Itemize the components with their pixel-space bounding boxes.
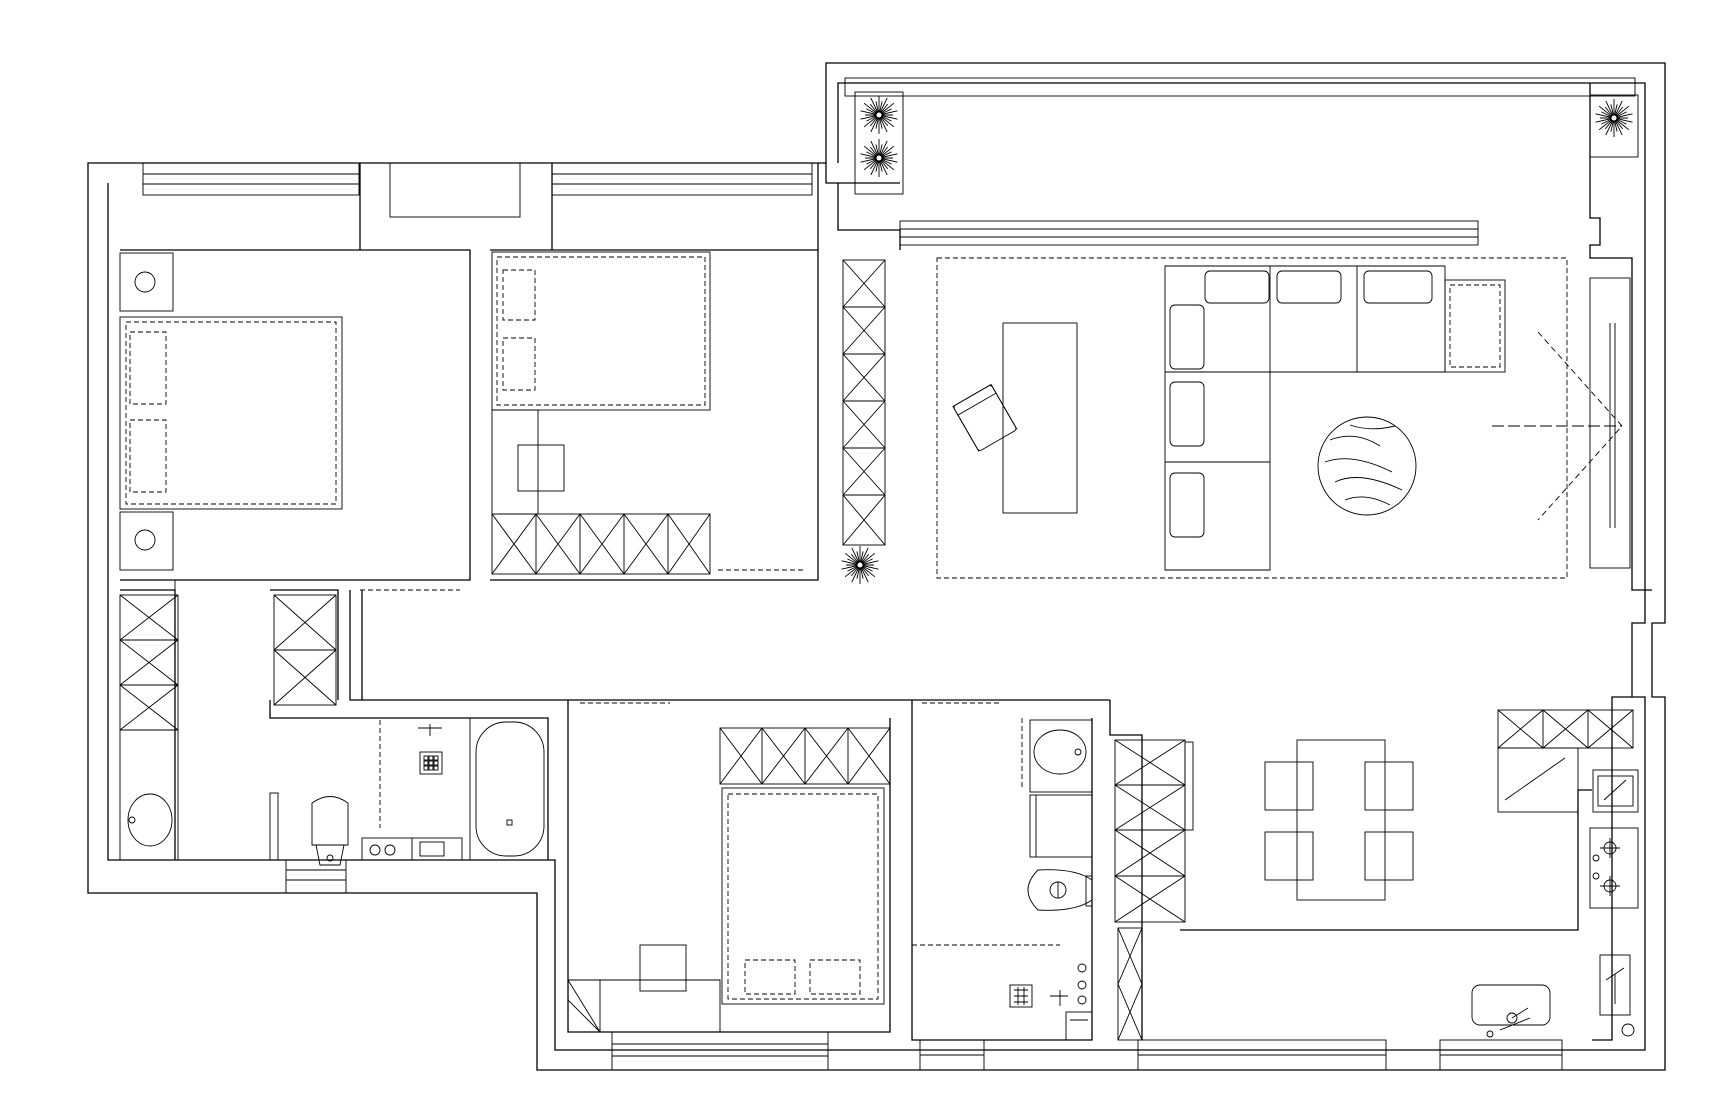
dining-chair xyxy=(1364,761,1414,811)
dining-table xyxy=(1296,739,1386,901)
plants xyxy=(841,96,1633,584)
dining-area xyxy=(1114,739,1414,1041)
gas-valve xyxy=(1621,1023,1635,1037)
projection-lines xyxy=(1537,331,1623,521)
chair xyxy=(517,444,565,492)
partition xyxy=(269,792,279,861)
sink xyxy=(1592,769,1639,813)
plant-icon xyxy=(860,96,898,134)
kitchen xyxy=(1471,709,1639,1038)
bedroom-2 xyxy=(491,251,711,575)
door-openings xyxy=(180,569,1060,946)
exterior-walls xyxy=(87,62,1666,1071)
rug xyxy=(936,257,1568,579)
dining-chair xyxy=(1264,831,1314,881)
laundry-basin xyxy=(1065,1011,1093,1041)
sink xyxy=(1033,729,1087,775)
toilet xyxy=(311,796,349,866)
upper-cabinet xyxy=(1497,709,1634,749)
corridor-cabinet-left xyxy=(119,594,179,731)
washer-dryer xyxy=(361,837,463,861)
range-hood xyxy=(1599,954,1631,1016)
plant-icon xyxy=(1595,99,1633,137)
plant-icon xyxy=(841,546,879,584)
fridge xyxy=(1497,747,1579,813)
bedroom-1 xyxy=(119,252,343,593)
toilet xyxy=(1027,869,1093,911)
vanity xyxy=(1029,719,1093,793)
shower-valve xyxy=(418,724,442,736)
mirror-cabinet xyxy=(1029,794,1093,858)
side-table xyxy=(1444,279,1506,373)
bathroom-2 xyxy=(1009,719,1093,1041)
corridor-cabinet-mid xyxy=(273,594,337,706)
bathtub xyxy=(469,717,549,861)
nightstand-top xyxy=(119,252,174,312)
living-room xyxy=(936,257,1623,579)
desk xyxy=(491,409,539,515)
wardrobe xyxy=(491,513,711,575)
shoe-cabinet xyxy=(1117,927,1143,1041)
windows xyxy=(142,77,1636,1071)
bathroom-1 xyxy=(119,717,549,866)
tall-cabinet xyxy=(1114,739,1194,923)
chair xyxy=(639,944,687,992)
interior-walls xyxy=(120,83,1652,1041)
wardrobe xyxy=(719,727,891,785)
dining-chair xyxy=(1364,831,1414,881)
bedroom-3 xyxy=(567,727,891,1033)
sectional-sofa xyxy=(1164,265,1446,571)
double-bed xyxy=(721,787,885,1005)
tv-console xyxy=(1002,322,1078,514)
desk xyxy=(567,979,721,1033)
shower-drain xyxy=(419,751,443,775)
sink xyxy=(127,793,173,847)
vanity-counter xyxy=(119,729,179,861)
cooktop xyxy=(1589,827,1639,909)
double-bed xyxy=(491,251,711,411)
lamp-icon xyxy=(134,271,156,293)
hall-cabinet xyxy=(842,259,886,546)
shower-drain xyxy=(1009,984,1033,1008)
plant-icon xyxy=(860,139,898,177)
nightstand-bottom xyxy=(119,511,174,571)
armchair xyxy=(952,383,1018,452)
water-heater xyxy=(1471,984,1551,1038)
round-coffee-table xyxy=(1317,416,1417,516)
lamp-icon xyxy=(134,529,156,551)
dining-chair xyxy=(1264,761,1314,811)
double-bed xyxy=(119,316,343,510)
shower-fixtures xyxy=(1050,963,1087,1006)
